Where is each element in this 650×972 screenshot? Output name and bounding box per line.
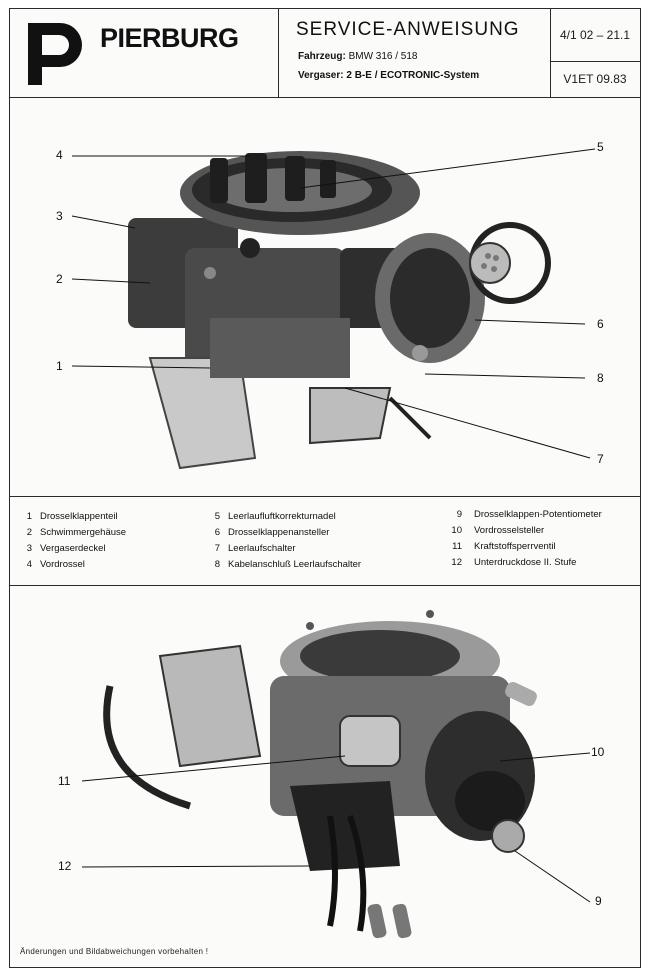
callout-6: 6 [597,317,604,331]
carburetor-top-view: 4 5 3 2 6 1 8 7 [10,98,640,495]
service-sheet: PIERBURG SERVICE-ANWEISUNG Fahrzeug: BMW… [9,8,641,968]
callout-11: 11 [58,774,71,788]
footnote: Änderungen und Bildabweichungen vorbehal… [20,947,209,956]
carburetor-line: Vergaser: 2 B-E / ECOTRONIC-System [298,70,479,81]
title-cell: SERVICE-ANWEISUNG Fahrzeug: BMW 316 / 51… [278,9,551,97]
callout-12: 12 [58,859,72,873]
document-title: SERVICE-ANWEISUNG [296,19,520,40]
callout-10: 10 [591,745,605,759]
vehicle-label: Fahrzeug: [298,51,346,62]
callout-5: 5 [597,140,604,154]
callout-9: 9 [595,894,602,908]
pierburg-logo-icon [26,21,92,92]
header: PIERBURG SERVICE-ANWEISUNG Fahrzeug: BMW… [10,9,640,98]
carburetor-label: Vergaser: [298,70,344,81]
callout-4: 4 [56,148,63,162]
logo-cell: PIERBURG [10,9,279,97]
callout-2: 2 [56,272,63,286]
vehicle-value: BMW 316 / 518 [348,51,418,62]
carburetor-top-illustration [71,148,596,470]
brand-name: PIERBURG [100,23,239,53]
callout-1: 1 [56,359,63,373]
callout-7: 7 [597,452,604,466]
carburetor-bottom-view: 10 11 12 9 [10,586,640,942]
carburetor-value: 2 B-E / ECOTRONIC-System [346,70,480,81]
callout-8: 8 [597,371,604,385]
callout-3: 3 [56,209,63,223]
carburetor-bottom-illustration [81,610,591,939]
document-code: 4/1 02 – 21.1 [550,9,640,62]
document-reference: V1ET 09.83 [563,72,627,86]
code-cell: 4/1 02 – 21.1 V1ET 09.83 [550,9,640,97]
vehicle-line: Fahrzeug: BMW 316 / 518 [298,51,417,62]
